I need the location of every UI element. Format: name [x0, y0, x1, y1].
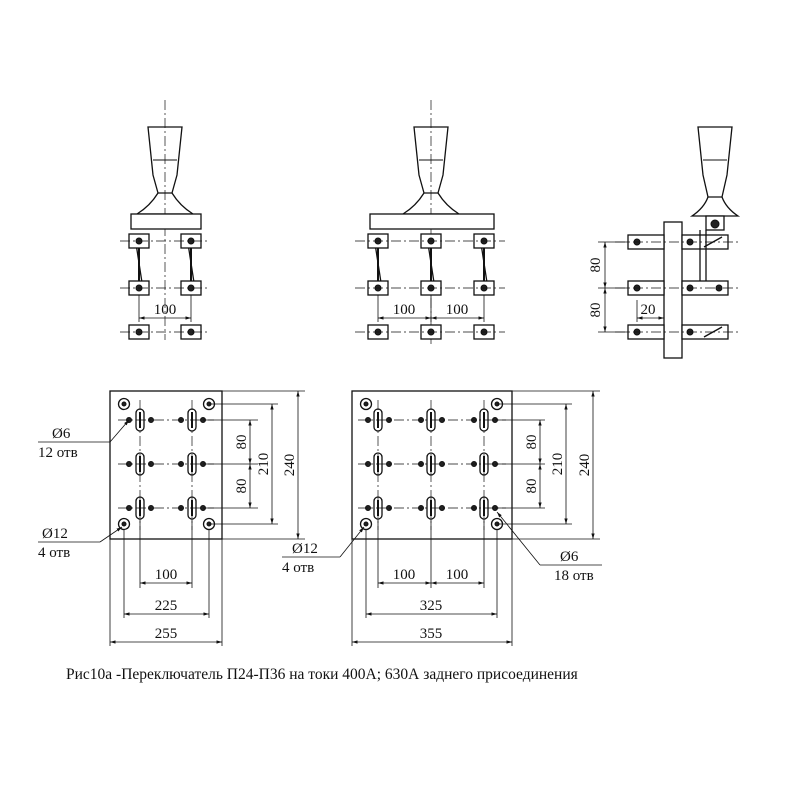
leaders-plate-right: Ø12 4 отв Ø6 18 отв [282, 511, 602, 584]
dim-label: 80 [588, 303, 604, 318]
side-panel [663, 221, 683, 359]
hole-big-dia: Ø12 [42, 526, 68, 542]
dim-label: 355 [420, 626, 443, 642]
dim-plate-left-horizontal: 100 225 255 [109, 519, 223, 646]
dim-label: 80 [524, 479, 540, 494]
hole-small-dia: Ø6 [560, 549, 579, 565]
dim-label: 100 [393, 567, 416, 583]
dim-plate-right-horizontal: 100 100 325 355 [351, 519, 513, 646]
contacts-center [355, 233, 505, 340]
side-view: 80 80 20 [588, 126, 741, 359]
dim-label: 210 [550, 453, 566, 476]
dim-side: 80 80 20 [588, 241, 664, 333]
hole-small-count: 18 отв [554, 568, 594, 584]
dim-label: 80 [524, 435, 540, 450]
hole-big-dia: Ø12 [292, 541, 318, 557]
base-bar-center [369, 213, 495, 230]
base-bar-left [130, 213, 202, 230]
dim-label: 100 [446, 567, 469, 583]
leaders-plate-left: Ø6 12 отв Ø12 4 отв [38, 419, 130, 561]
dim-label: 20 [641, 302, 656, 318]
front-view-center: 100 100 [355, 100, 505, 345]
hole-big-count: 4 отв [38, 545, 70, 561]
front-view-left: 100 [120, 100, 210, 340]
dim-front-left-pitch: 100 [138, 295, 192, 322]
mounting-plate-left: 80 80 210 240 100 225 255 Ø6 12 отв [38, 390, 305, 646]
dim-label: 225 [155, 598, 178, 614]
dim-plate-left-vertical: 80 80 210 240 [203, 390, 305, 540]
dim-label: 240 [577, 454, 593, 477]
dim-label: 100 [155, 567, 178, 583]
dim-label: 240 [282, 454, 298, 477]
dim-label: 325 [420, 598, 443, 614]
dim-label: 255 [155, 626, 178, 642]
dim-plate-right-vertical: 80 80 210 240 [495, 390, 600, 540]
dim-label: 80 [234, 479, 250, 494]
dim-label: 100 [393, 302, 416, 318]
figure-caption: Рис10а -Переключатель П24-П36 на токи 40… [66, 666, 578, 683]
mounting-plate-right: 80 80 210 240 100 100 325 355 Ø [282, 390, 602, 646]
dim-label: 210 [256, 453, 272, 476]
side-contacts [615, 230, 740, 340]
contacts-left [120, 233, 210, 340]
hole-small-dia: Ø6 [52, 426, 71, 442]
dim-front-center-pitch: 100 100 [377, 295, 485, 322]
pole-holes-left [118, 400, 214, 530]
dim-label: 100 [446, 302, 469, 318]
dim-label: 80 [234, 435, 250, 450]
dim-label: 100 [154, 302, 177, 318]
handle-side [689, 126, 741, 231]
hole-small-count: 12 отв [38, 445, 78, 461]
hole-big-count: 4 отв [282, 560, 314, 576]
pole-holes-right [358, 400, 506, 530]
dim-label: 80 [588, 258, 604, 273]
